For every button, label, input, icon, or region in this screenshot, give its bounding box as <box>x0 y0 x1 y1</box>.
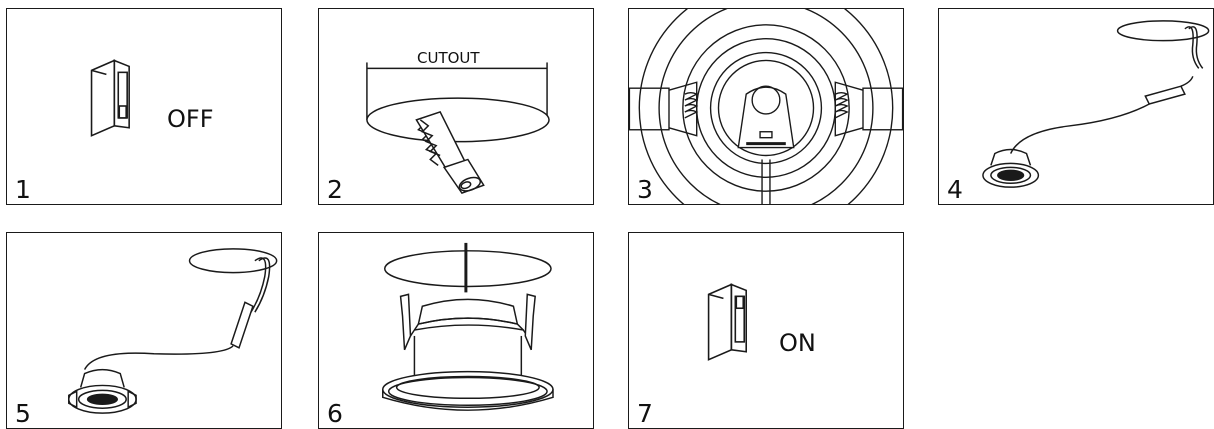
cutout-label: CUTOUT <box>417 49 480 67</box>
step-4-panel: 4 <box>938 8 1214 205</box>
step-number: 7 <box>637 399 653 428</box>
step-number: 5 <box>15 399 31 428</box>
step-5-panel: 5 <box>6 232 282 429</box>
step-1-panel: OFF 1 <box>6 8 282 205</box>
step-number: 3 <box>637 175 653 204</box>
light-switch-off-icon <box>90 59 130 137</box>
downlight-driver-icon <box>982 20 1210 188</box>
downlight-wired-icon <box>68 248 278 414</box>
light-switch-on-icon <box>707 283 747 361</box>
step-number: 6 <box>327 399 343 428</box>
off-label: OFF <box>167 105 214 133</box>
drywall-saw-icon <box>366 62 550 195</box>
step-6-panel: 6 <box>318 232 594 429</box>
step-2-panel: CUTOUT 2 <box>318 8 594 205</box>
spring-clip-icon <box>629 9 903 204</box>
step-number: 4 <box>947 175 963 204</box>
step-7-panel: ON 7 <box>628 232 904 429</box>
step-number: 1 <box>15 175 31 204</box>
on-label: ON <box>779 329 816 357</box>
downlight-install-icon <box>382 242 554 411</box>
step-number: 2 <box>327 175 343 204</box>
step-3-panel: 3 <box>628 8 904 205</box>
